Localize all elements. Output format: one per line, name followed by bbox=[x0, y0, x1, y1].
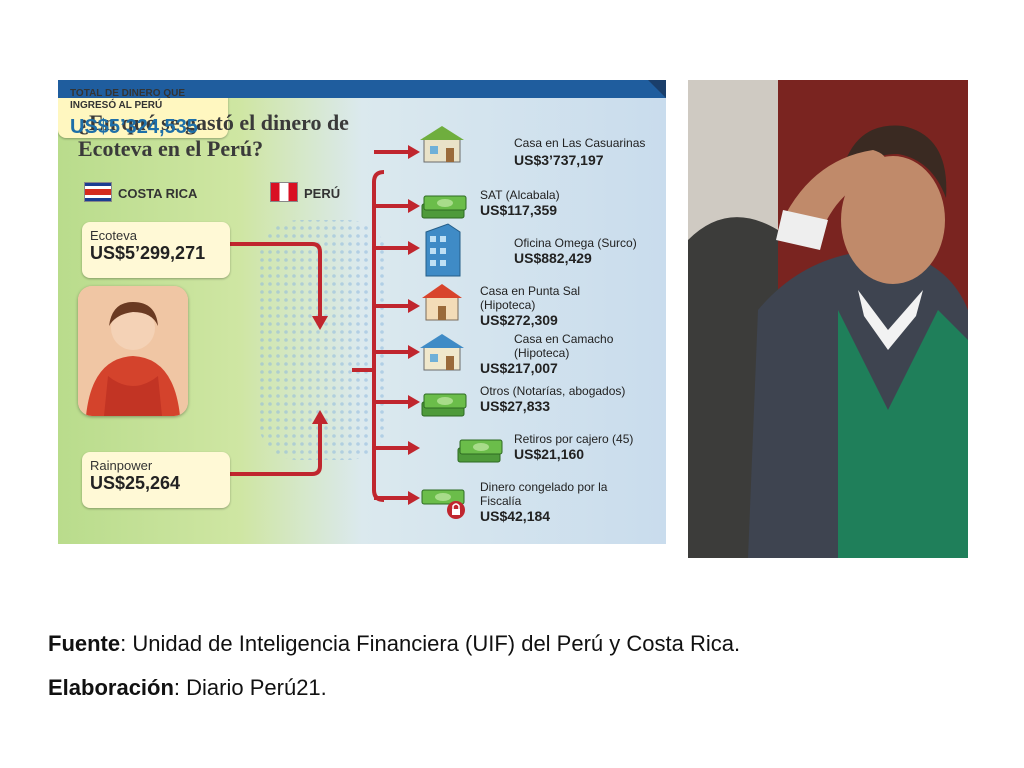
source-box-rainpower: Rainpower US$25,264 bbox=[82, 452, 230, 508]
expense-amount: US$217,007 bbox=[480, 360, 558, 376]
expense-label: Dinero congelado por la Fiscalía bbox=[480, 480, 608, 508]
infographic-panel: ¿En qué se gastó el dinero de Ecoteva en… bbox=[58, 80, 666, 544]
total-box: TOTAL DE DINERO QUE INGRESÓ AL PERÚ US$5… bbox=[58, 80, 228, 138]
peru-flag-icon bbox=[270, 182, 298, 202]
house-icon bbox=[420, 334, 464, 371]
country-label-costa-rica: COSTA RICA bbox=[118, 186, 198, 201]
source-name: Rainpower bbox=[90, 458, 153, 473]
total-label: TOTAL DE DINERO QUE INGRESÓ AL PERÚ bbox=[70, 88, 186, 111]
house-icon bbox=[422, 284, 462, 321]
source-line: Fuente: Unidad de Inteligencia Financier… bbox=[48, 622, 1008, 666]
infographic-top-bar bbox=[58, 80, 666, 98]
money-stack-icon bbox=[421, 195, 467, 219]
office-building-icon bbox=[425, 223, 461, 277]
branch-arrow-head bbox=[408, 345, 420, 359]
caption: Fuente: Unidad de Inteligencia Financier… bbox=[48, 622, 1008, 710]
branch-arrow-head bbox=[408, 299, 420, 313]
credit-label: Elaboración bbox=[48, 675, 174, 700]
expense-amount: US$117,359 bbox=[480, 202, 558, 218]
country-label-peru: PERÚ bbox=[304, 186, 341, 201]
source-name: Ecoteva bbox=[90, 228, 137, 243]
source-box-ecoteva: Ecoteva US$5’299,271 bbox=[82, 222, 230, 278]
expense-label: Casa en Las Casuarinas bbox=[514, 136, 646, 150]
money-stack-icon bbox=[457, 439, 503, 463]
money-flow-arrows bbox=[214, 145, 420, 505]
branch-arrow-head bbox=[408, 241, 420, 255]
costa-rica-flag-icon bbox=[84, 182, 112, 202]
expense-label: Casa en Camacho (Hipoteca) bbox=[514, 332, 614, 360]
expense-amount: US$3’737,197 bbox=[514, 152, 604, 168]
source-amount: US$5’299,271 bbox=[90, 243, 206, 263]
expense-amount: US$882,429 bbox=[514, 250, 592, 266]
credit-line: Elaboración: Diario Perú21. bbox=[48, 666, 1008, 710]
expense-amount: US$21,160 bbox=[514, 446, 585, 462]
branch-arrow-head bbox=[408, 199, 420, 213]
locked-money-icon bbox=[421, 489, 465, 519]
branch-arrow-head bbox=[408, 441, 420, 455]
source-amount: US$25,264 bbox=[90, 473, 181, 493]
infographic-title: ¿En qué se gastó el dinero de Ecoteva en… bbox=[78, 110, 349, 161]
man-photo bbox=[688, 80, 968, 558]
money-stack-icon bbox=[421, 393, 467, 417]
house-icon bbox=[420, 126, 464, 163]
woman-portrait-illustration bbox=[78, 286, 188, 416]
expense-label: SAT (Alcabala) bbox=[480, 188, 560, 202]
source-label: Fuente bbox=[48, 631, 121, 656]
expense-label: Retiros por cajero (45) bbox=[514, 432, 634, 446]
expense-amount: US$272,309 bbox=[480, 312, 558, 328]
expense-label: Otros (Notarías, abogados) bbox=[480, 384, 626, 398]
expense-amount: US$42,184 bbox=[480, 508, 551, 524]
branch-arrow-head bbox=[408, 145, 420, 159]
total-amount: US$5’324,535 bbox=[70, 116, 198, 138]
expense-label: Casa en Punta Sal (Hipoteca) bbox=[480, 284, 581, 312]
branch-arrow-head bbox=[408, 395, 420, 409]
credit-text: : Diario Perú21. bbox=[173, 675, 327, 700]
source-text: : Unidad de Inteligencia Financiera (UIF… bbox=[120, 631, 741, 656]
branch-arrow-head bbox=[408, 491, 420, 505]
expense-label: Oficina Omega (Surco) bbox=[514, 236, 637, 250]
expense-amount: US$27,833 bbox=[480, 398, 551, 414]
